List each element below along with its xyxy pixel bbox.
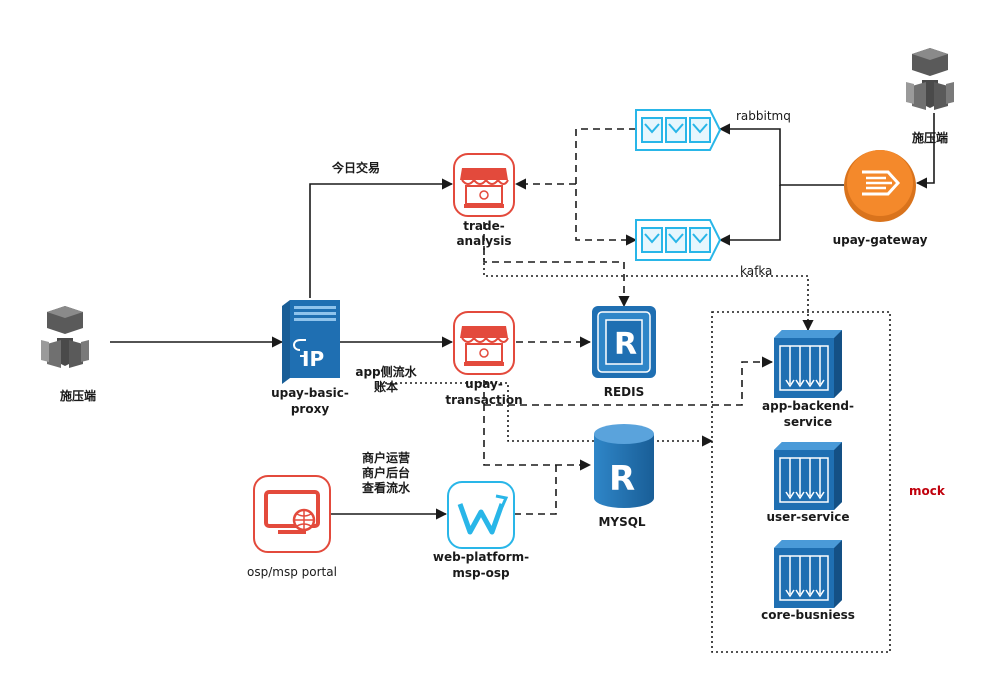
message-queue-icon [635, 219, 722, 261]
node-portal[interactable]: osp/msp portal [247, 475, 337, 579]
edge-gateway-to-kafka [718, 185, 781, 246]
edge-trade-analysis-to-redis [483, 222, 630, 308]
app-backend-label-line1: app-backend- [762, 399, 854, 413]
edge-transaction-to-mysql [483, 380, 592, 471]
node-redis[interactable]: R REDIS [592, 306, 656, 399]
store-awning-icon [453, 153, 515, 217]
svg-text:IP: IP [302, 347, 324, 371]
trade-analysis-label-line2: analysis [456, 234, 511, 248]
trade-analysis-label-line1: trade- [463, 219, 504, 233]
node-web-platform[interactable]: web-platform- msp-osp [433, 481, 529, 580]
node-basic-proxy[interactable]: IP upay-basic- proxy [271, 300, 349, 416]
transaction-label-line1: upay- [465, 377, 503, 391]
edge-transaction-to-app-backend [484, 356, 774, 406]
user-cube-icon [41, 306, 89, 368]
server-ip-icon: IP [282, 300, 340, 384]
node-mysql[interactable]: R MYSQL [594, 424, 654, 529]
core-business-label: core-busniess [761, 608, 855, 622]
web-monitor-icon [253, 475, 331, 553]
edge-queue-bus [575, 128, 638, 246]
edge-label-app-flow-2: 账本 [374, 379, 398, 394]
web-platform-label-line1: web-platform- [433, 550, 529, 564]
message-queue-icon [635, 109, 722, 151]
svg-text:R: R [609, 459, 635, 499]
mysql-label: MYSQL [598, 515, 645, 529]
svg-text:R: R [614, 327, 637, 362]
node-app-backend[interactable]: app-backend- service [762, 330, 854, 429]
user-cube-icon [906, 48, 954, 110]
gateway-label: upay-gateway [833, 233, 928, 247]
edge-label-today-trade: 今日交易 [331, 160, 380, 175]
web-platform-label-line2: msp-osp [452, 566, 510, 580]
service-cube-icon [774, 540, 842, 608]
kafka-label: kafka [740, 264, 772, 278]
edge-label-app-flow-1: app侧流水 [355, 364, 417, 379]
node-upay-transaction[interactable]: upay- transaction [445, 311, 523, 407]
node-trade-analysis[interactable]: trade- analysis [453, 153, 515, 248]
node-kafka[interactable]: kafka [635, 219, 772, 278]
client-right-label: 施压端 [912, 130, 948, 145]
client-right[interactable]: 施压端 [906, 48, 954, 145]
proxy-label-line2: proxy [291, 402, 329, 416]
node-user-service[interactable]: user-service [766, 442, 850, 524]
edge-gateway-to-rabbitmq [718, 123, 844, 186]
redis-label: REDIS [604, 385, 645, 399]
router-gateway-icon [844, 150, 916, 222]
transaction-label-line2: transaction [445, 393, 522, 407]
edge-trade-analysis-to-app-backend [483, 248, 814, 332]
edge-transaction-to-mock [380, 382, 714, 447]
node-gateway[interactable]: upay-gateway [833, 150, 928, 247]
edge-proxy-to-trade-analysis [309, 178, 454, 298]
service-cube-icon [774, 330, 842, 398]
edge-web-platform-to-mysql [514, 465, 557, 515]
user-service-label: user-service [766, 510, 849, 524]
w-logo-icon [447, 481, 515, 549]
rabbitmq-label: rabbitmq [736, 109, 791, 123]
mock-group-label: mock [909, 484, 946, 498]
client-left-label: 施压端 [60, 388, 96, 403]
edges [110, 113, 935, 520]
edge-client-to-gateway [915, 113, 935, 189]
edge-label-merchant-2: 商户后台 [362, 465, 410, 480]
client-left[interactable]: 施压端 [41, 306, 96, 403]
edge-label-merchant-3: 查看流水 [361, 480, 411, 495]
service-cube-icon [774, 442, 842, 510]
redis-chip-icon: R [592, 306, 656, 378]
database-cylinder-icon: R [594, 424, 654, 508]
proxy-label-line1: upay-basic- [271, 386, 349, 400]
mock-group-box [711, 311, 891, 653]
node-core-business[interactable]: core-busniess [761, 540, 855, 622]
portal-label: osp/msp portal [247, 565, 337, 579]
app-backend-label-line2: service [784, 415, 832, 429]
store-awning-icon [453, 311, 515, 375]
edge-label-merchant-1: 商户运营 [362, 450, 410, 465]
node-rabbitmq[interactable]: rabbitmq [635, 109, 791, 151]
